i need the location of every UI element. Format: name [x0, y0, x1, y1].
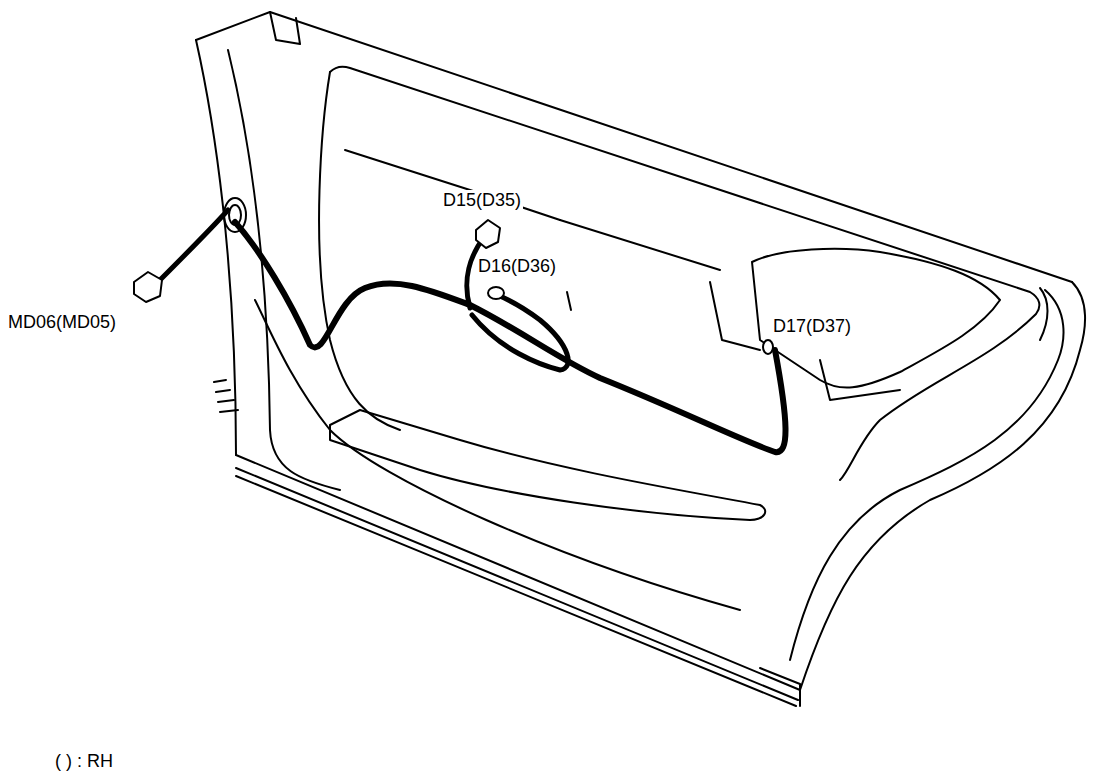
sill-line — [236, 455, 800, 690]
inner-panel-ridge — [560, 220, 720, 270]
sill-end — [760, 668, 800, 706]
connector — [134, 272, 162, 302]
sill-line — [236, 476, 796, 706]
door-hinge-tab — [270, 12, 300, 44]
inner-panel-ridge — [345, 150, 560, 220]
connector — [763, 340, 773, 354]
connector — [476, 220, 500, 248]
door-rear-inner-edge — [790, 290, 1064, 660]
connector-label: D16(D36) — [476, 256, 558, 276]
rear-module-panel — [752, 249, 1000, 388]
sill-line — [236, 468, 798, 700]
rear-module-bracket — [710, 282, 760, 350]
lower-access-hole — [330, 410, 765, 520]
connector — [488, 287, 504, 299]
door-rear-flange — [1040, 288, 1048, 340]
wire-branch — [472, 294, 568, 370]
inner-panel-bottom — [255, 300, 740, 610]
connector-label: D15(D35) — [441, 190, 523, 210]
connector-label: D17(D37) — [771, 316, 853, 336]
leader-tick — [567, 292, 571, 310]
wire-harness — [235, 222, 786, 452]
legend-note: ( ) : RH — [53, 751, 115, 771]
inner-panel-front — [319, 72, 400, 430]
inner-panel-top — [330, 67, 1039, 480]
connector-label: MD06(MD05) — [6, 312, 118, 332]
wire-harness-tail — [160, 210, 228, 280]
vent-slots — [214, 380, 238, 412]
rear-module-bracket — [820, 360, 900, 400]
door-rear-edge — [800, 282, 1085, 690]
door-top-edge — [196, 12, 1072, 282]
